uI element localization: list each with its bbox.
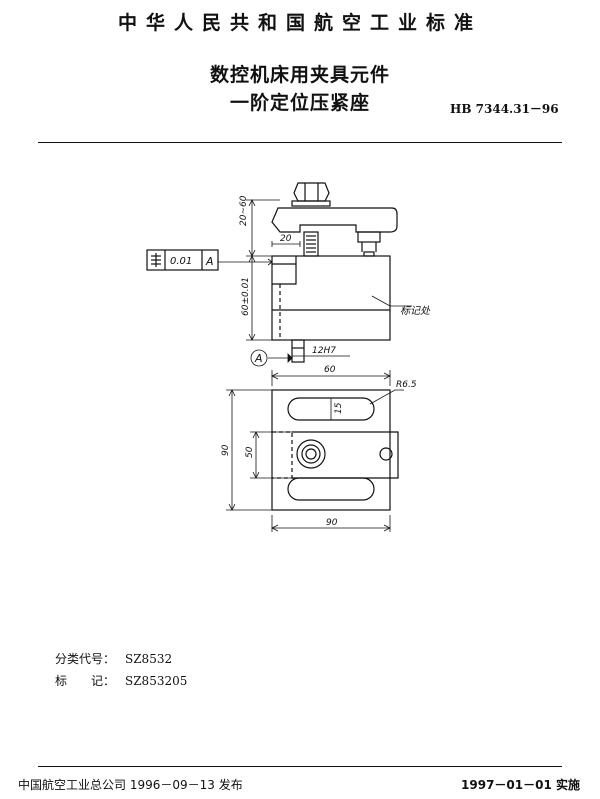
mark-value: SZ853205 — [125, 674, 188, 688]
classification-label: 分类代号： — [55, 652, 116, 666]
document-title-line2: 一阶定位压紧座 — [229, 92, 370, 114]
footer-rule — [38, 766, 562, 767]
dim-height-50: 50 — [245, 446, 255, 458]
document-title-line1: 数控机床用夹具元件 — [209, 64, 390, 86]
mark-label: 标 记： — [55, 674, 116, 688]
dim-height-top: 20~60 — [239, 195, 249, 226]
mark-row: 标 记： SZ853205 — [55, 672, 187, 689]
dim-15: 15 — [334, 402, 344, 414]
tolerance-value: 0.01 — [170, 256, 192, 267]
standard-code: HB 7344.31－96 — [450, 102, 559, 116]
top-view — [271, 389, 399, 511]
dim-slot-width: 12H7 — [312, 346, 336, 356]
classification-row: 分类代号： SZ8532 — [55, 650, 172, 667]
dim-width-60: 60 — [324, 365, 336, 375]
issued-date: 中国航空工业总公司 1996－09－13 发布 — [18, 778, 243, 792]
dim-height-90: 90 — [221, 444, 231, 456]
dim-radius: R6.5 — [396, 380, 417, 390]
dim-width-90: 90 — [326, 518, 338, 528]
datum-letter-in-frame: A — [205, 255, 214, 268]
datum-label: A — [254, 352, 263, 365]
dim-width-20: 20 — [280, 234, 292, 244]
marking-callout: 标记处 — [400, 305, 431, 317]
standard-org-title: 中华人民共和国航空工业标准 — [117, 12, 482, 34]
header-rule — [38, 142, 562, 143]
front-view — [271, 182, 398, 363]
dim-height-main: 60±0.01 — [241, 277, 251, 316]
classification-value: SZ8532 — [125, 652, 173, 666]
geometric-tolerance-frame — [146, 249, 219, 271]
effective-date: 1997－01－01 实施 — [461, 778, 580, 792]
